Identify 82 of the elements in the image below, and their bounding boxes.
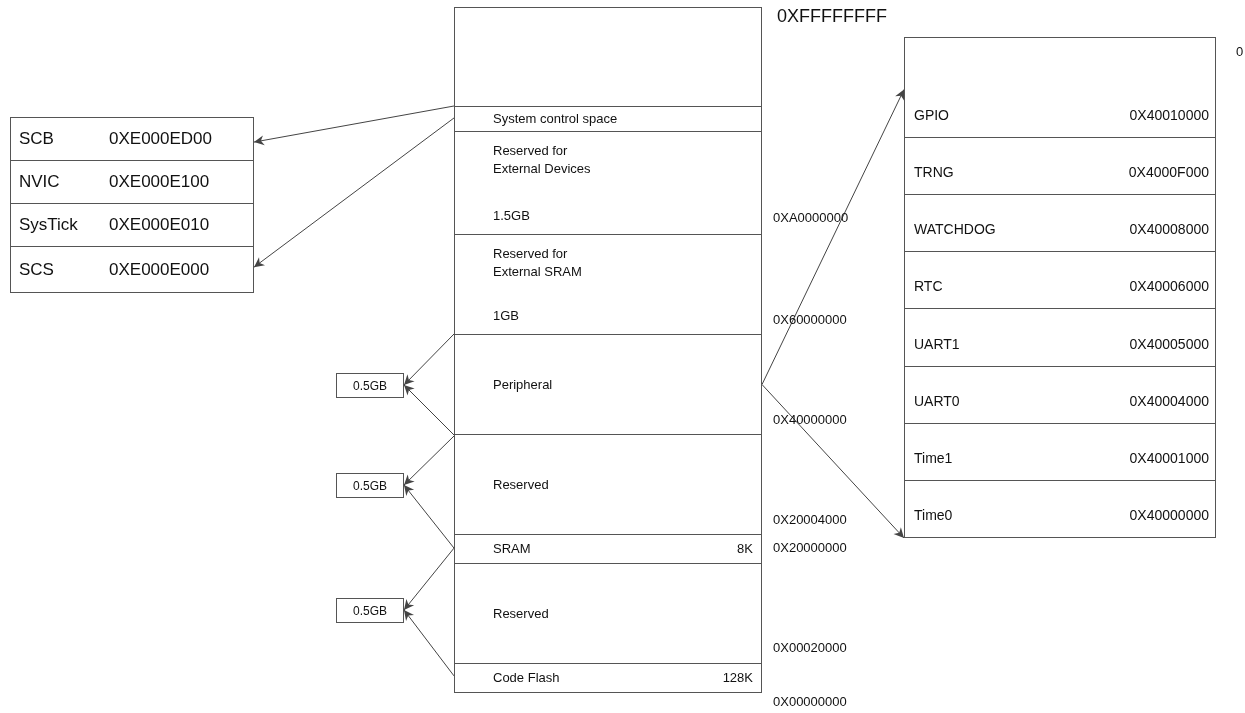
peripheral-address: 0X40010000: [1129, 107, 1209, 123]
region-name: Reserved: [493, 475, 549, 494]
peripheral-address: 0X40006000: [1129, 278, 1209, 294]
register-row: [10, 246, 254, 293]
size-box: [336, 373, 404, 398]
arrow: [403, 547, 455, 611]
region-name: Code Flash: [493, 669, 560, 687]
address-label: 0: [1236, 44, 1244, 60]
region-size: 128K: [722, 669, 753, 687]
arrow: [403, 609, 455, 677]
region-size: 1GB: [493, 307, 519, 325]
region-size: 8K: [737, 540, 753, 558]
peripheral-address: 0X40004000: [1129, 393, 1209, 409]
peripheral-address: 0X40001000: [1129, 450, 1209, 466]
memory-region: [454, 563, 762, 664]
arrow: [253, 117, 455, 268]
region-name: Peripheral: [493, 375, 553, 394]
arrow: [403, 384, 455, 436]
peripheral-name: GPIO: [914, 107, 949, 123]
peripheral-name: RTC: [914, 278, 943, 294]
peripheral-row: [904, 423, 1216, 481]
region-name: Reserved for External Devices: [493, 142, 592, 178]
peripheral-name: Time1: [914, 450, 953, 466]
memory-region: [454, 106, 762, 132]
peripheral-name: Time0: [914, 507, 953, 523]
address-label: 0XFFFFFFFF: [777, 6, 887, 28]
peripheral-row: [904, 251, 1216, 309]
peripheral-row: [904, 308, 1216, 367]
peripheral-address: 0X4000F000: [1128, 164, 1209, 180]
memory-region: [454, 334, 762, 435]
register-name: NVIC: [19, 172, 61, 192]
address-label: 0XA0000000: [773, 210, 849, 226]
address-label: 0X20004000: [773, 512, 847, 528]
address-label: 0X60000000: [773, 312, 847, 328]
register-address: 0XE000E010: [109, 215, 210, 235]
peripheral-row: [904, 137, 1216, 195]
register-row: [10, 160, 254, 204]
register-row: [10, 203, 254, 247]
address-label: 0X20000000: [773, 540, 847, 556]
arrow: [403, 333, 455, 386]
region-name: Reserved for External SRAM: [493, 245, 583, 281]
register-row: [10, 117, 254, 161]
peripheral-row: [904, 37, 1216, 138]
peripheral-name: TRNG: [914, 164, 954, 180]
peripheral-name: UART0: [914, 393, 960, 409]
peripheral-row: [904, 366, 1216, 424]
register-name: SCB: [19, 129, 55, 149]
peripheral-name: UART1: [914, 336, 960, 352]
peripheral-address: 0X40005000: [1129, 336, 1209, 352]
register-name: SysTick: [19, 215, 79, 235]
register-address: 0XE000E100: [109, 172, 210, 192]
memory-region: [454, 131, 762, 235]
register-address: 0XE000ED00: [109, 129, 213, 149]
register-name: SCS: [19, 259, 55, 280]
size-label: 0.5GB: [353, 478, 387, 493]
register-address: 0XE000E000: [109, 259, 210, 280]
memory-region: [454, 434, 762, 535]
memory-region: [454, 663, 762, 693]
peripheral-row: [904, 194, 1216, 252]
region-name: SRAM: [493, 540, 531, 558]
address-label: 0X00000000: [773, 694, 847, 710]
size-box: [336, 473, 404, 498]
empty-region: [454, 7, 762, 107]
peripheral-row: [904, 480, 1216, 538]
region-name: Reserved: [493, 604, 549, 623]
region-name: System control space: [493, 110, 618, 128]
peripheral-name: WATCHDOG: [914, 221, 996, 237]
arrow: [761, 89, 905, 385]
peripheral-address: 0X40008000: [1129, 221, 1209, 237]
arrow: [761, 384, 905, 539]
peripheral-address: 0X40000000: [1129, 507, 1209, 523]
region-size: 1.5GB: [493, 207, 530, 225]
address-label: 0X00020000: [773, 640, 847, 656]
arrow: [403, 435, 455, 486]
size-label: 0.5GB: [353, 603, 387, 618]
address-label: 0X40000000: [773, 412, 847, 428]
arrow: [403, 484, 455, 549]
size-box: [336, 598, 404, 623]
memory-region: [454, 534, 762, 564]
arrow: [253, 105, 455, 146]
memory-region: [454, 234, 762, 335]
size-label: 0.5GB: [353, 378, 387, 393]
